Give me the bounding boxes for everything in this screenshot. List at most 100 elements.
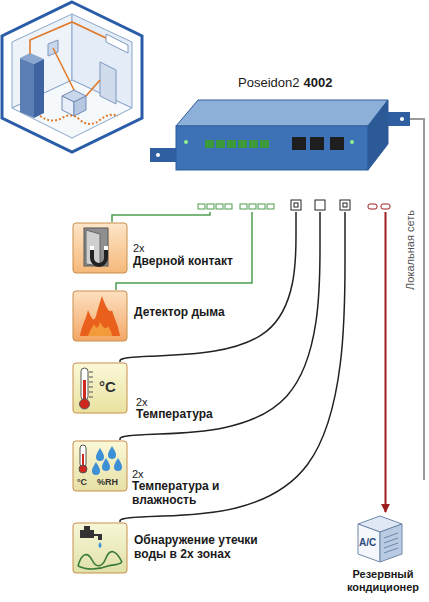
drawn-shape xyxy=(74,96,86,116)
drawn-shape xyxy=(350,140,354,144)
drawn-shape xyxy=(89,397,93,398)
drawn-shape xyxy=(80,399,90,409)
node-text: Резервный кондиционер xyxy=(342,568,424,593)
drawn-shape xyxy=(291,200,301,210)
drawn-shape xyxy=(34,59,44,118)
drawn-shape xyxy=(227,140,236,148)
node-text: Обнаружение утечки воды в 2х зонах xyxy=(134,534,264,562)
drawn-shape xyxy=(73,291,127,341)
drawn-shape xyxy=(240,204,247,209)
wire-connector xyxy=(120,212,296,362)
drawn-shape xyxy=(330,137,344,150)
drawn-shape xyxy=(92,462,100,475)
drawn-shape xyxy=(62,96,74,116)
node-text: 2x xyxy=(136,396,148,409)
drawn-shape xyxy=(150,148,178,162)
drawn-shape xyxy=(198,204,274,209)
room-illustration xyxy=(2,2,142,152)
wire-connector xyxy=(120,212,320,440)
drawn-shape xyxy=(96,448,104,461)
drawn-shape xyxy=(340,200,350,210)
drawn-shape xyxy=(80,296,120,336)
sensor-box: °C %RH 2xТемпература и влажность xyxy=(72,440,222,510)
drawn-shape xyxy=(73,363,127,413)
node-text: 2x xyxy=(133,242,145,255)
wire-connector xyxy=(116,212,252,290)
drawn-shape xyxy=(40,115,118,124)
drawn-shape xyxy=(176,100,388,126)
drawn-shape xyxy=(89,372,93,373)
drawn-shape xyxy=(368,100,388,170)
drawn-shape xyxy=(20,58,34,118)
drawn-shape xyxy=(89,392,93,393)
drawn-shape xyxy=(381,204,390,209)
wire-connector xyxy=(120,212,345,522)
drawn-shape xyxy=(205,140,214,148)
drawn-shape xyxy=(89,387,93,388)
drawn-shape xyxy=(84,526,90,530)
drawn-shape xyxy=(292,137,306,150)
drawn-shape xyxy=(184,140,188,144)
flame-icon xyxy=(72,290,128,342)
drawn-shape xyxy=(80,530,102,540)
device-box: Poseidon24002 xyxy=(150,76,390,212)
door-icon xyxy=(72,222,128,274)
drawn-shape xyxy=(310,137,324,150)
drawn-shape xyxy=(384,548,398,553)
node-text: Температура xyxy=(136,408,213,422)
node-text: Детектор дыма xyxy=(134,306,225,320)
drawn-shape xyxy=(205,140,269,148)
drawn-shape xyxy=(249,140,258,148)
sensor-box: Детектор дыма xyxy=(72,290,227,344)
drawn-shape xyxy=(258,204,265,209)
drawn-shape xyxy=(106,34,128,53)
drawn-shape xyxy=(73,523,127,573)
drawn-shape xyxy=(315,200,325,210)
drawn-shape xyxy=(100,62,116,104)
node-text: °C xyxy=(99,378,116,395)
node-text: %RH xyxy=(97,477,118,487)
sensor-box: °C 2xТемпература xyxy=(72,362,215,424)
node-text: °C xyxy=(77,477,87,487)
device-illustration xyxy=(150,100,410,170)
node-text: A/C xyxy=(359,537,376,549)
node-text: 2x xyxy=(132,468,144,481)
drawn-shape xyxy=(294,203,298,207)
drawn-shape xyxy=(400,117,404,121)
drawn-shape xyxy=(108,446,116,459)
sensor-box: 2xДверной контакт xyxy=(72,222,235,276)
drawn-shape xyxy=(384,543,398,548)
drawn-shape xyxy=(88,322,112,336)
drawn-shape xyxy=(92,248,106,265)
drawn-shape xyxy=(84,228,108,266)
node-text: Дверной контакт xyxy=(133,255,233,269)
drawn-shape xyxy=(380,524,402,562)
drawn-shape xyxy=(99,542,102,548)
leak-icon xyxy=(72,522,128,574)
drawn-shape xyxy=(80,445,86,467)
ac-box: A/CРезервный кондиционер xyxy=(350,512,426,596)
drawn-shape xyxy=(238,140,247,148)
drawn-shape xyxy=(260,140,269,148)
node-text: Температура и влажность xyxy=(132,480,220,508)
drawn-shape xyxy=(156,153,160,157)
wire-connector xyxy=(385,212,387,512)
drawn-shape xyxy=(53,48,74,90)
drawn-shape xyxy=(198,204,205,209)
drawn-shape xyxy=(368,204,377,209)
drawn-shape xyxy=(90,246,94,250)
drawn-shape xyxy=(249,204,256,209)
drawn-shape xyxy=(386,112,410,126)
drawn-shape xyxy=(216,140,225,148)
lan-line xyxy=(410,119,424,480)
drawn-shape xyxy=(89,377,93,378)
drawn-shape xyxy=(73,223,127,273)
drawn-shape xyxy=(207,204,214,209)
drawn-shape xyxy=(291,200,350,210)
drawn-shape xyxy=(225,204,232,209)
drawn-shape xyxy=(267,204,274,209)
drawn-shape xyxy=(384,538,398,543)
drawn-shape xyxy=(102,458,110,471)
